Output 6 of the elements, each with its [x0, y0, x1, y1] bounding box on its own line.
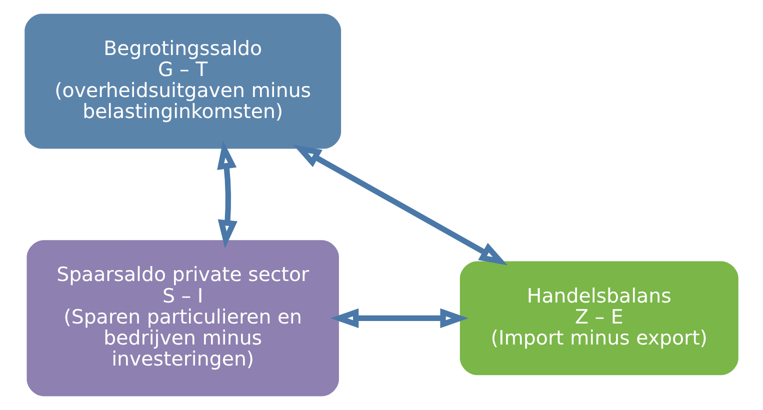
arrow — [293, 144, 508, 266]
node-box: Handelsbalans Z – E (Import minus export) — [460, 261, 738, 376]
node-box: Spaarsaldo private sector S – I (Sparen particulieren en bedrijven minus investeringen) — [26, 240, 339, 396]
node-box: Begrotingssaldo G – T (overheidsuitgaven minus belastinginkomsten) — [24, 14, 342, 149]
arrow — [217, 140, 238, 248]
arrow — [330, 308, 468, 328]
